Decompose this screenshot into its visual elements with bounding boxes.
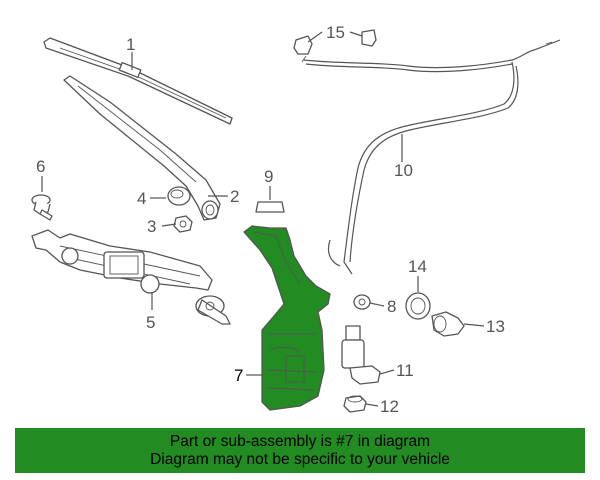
part-washer-reservoir-highlighted[interactable] [243,225,331,411]
callout-6: 6 [36,157,45,176]
callout-11: 11 [396,361,414,380]
part-wiper-arm[interactable] [63,75,221,221]
part-washer-hose[interactable] [303,39,561,275]
part-wiper-linkage-motor[interactable] [31,229,231,325]
diagram-canvas: 1 2 3 4 5 6 7 8 9 10 11 12 13 14 15 [31,23,561,416]
banner-line-part: Part or sub-assembly is #7 in diagram [169,433,431,450]
part-grommet[interactable] [353,294,371,310]
banner-line-disclaimer: Diagram may not be specific to your vehi… [150,451,450,468]
part-bolt[interactable] [31,194,53,221]
part-nut-cap[interactable] [167,186,191,206]
callout-8: 8 [387,297,396,316]
callout-13: 13 [486,317,505,336]
callout-5: 5 [146,313,155,332]
callout-3: 3 [147,217,156,236]
part-notice-banner: Part or sub-assembly is #7 in diagram Di… [15,428,585,473]
callout-9: 9 [264,167,273,186]
callout-12: 12 [380,397,399,416]
part-nut[interactable] [173,215,193,233]
callout-4: 4 [137,189,146,208]
part-level-sensor[interactable] [431,311,465,337]
part-washer-pump[interactable] [341,325,381,385]
part-seal-ring[interactable] [405,292,431,320]
callout-15: 15 [326,23,345,42]
leader-lines [41,31,485,407]
callout-1: 1 [126,35,135,54]
part-pump-grommet[interactable] [343,395,367,413]
callout-7: 7 [234,366,243,385]
part-clip[interactable] [255,201,285,213]
callout-10: 10 [394,161,413,180]
callout-2: 2 [230,187,239,206]
part-washer-nozzles[interactable] [293,29,377,63]
callout-14: 14 [408,257,427,276]
